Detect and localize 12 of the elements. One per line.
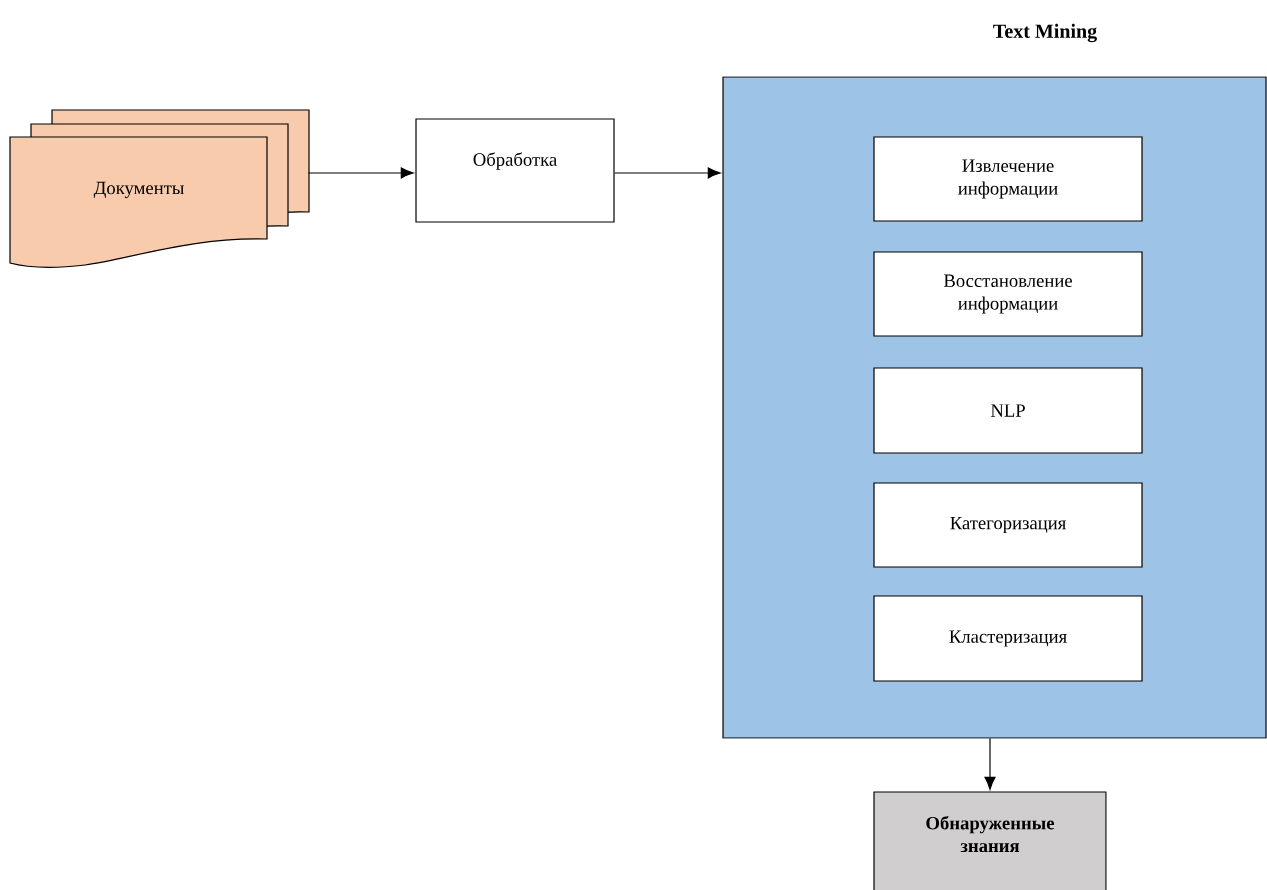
arrow bbox=[308, 167, 414, 179]
process-box: Восстановление информации bbox=[873, 251, 1143, 337]
document-stack: Документы bbox=[9, 109, 310, 268]
arrow bbox=[614, 167, 721, 179]
result-box: Обнаруженные знания bbox=[873, 791, 1107, 890]
arrow bbox=[984, 738, 996, 790]
process-box: Категоризация bbox=[873, 482, 1143, 568]
process-box: Извлечение информации bbox=[873, 136, 1143, 222]
node-label: Text Mining bbox=[993, 23, 1097, 43]
process-box: Обработка bbox=[415, 118, 615, 223]
process-box: NLP bbox=[873, 367, 1143, 454]
process-box: Кластеризация bbox=[873, 595, 1143, 682]
